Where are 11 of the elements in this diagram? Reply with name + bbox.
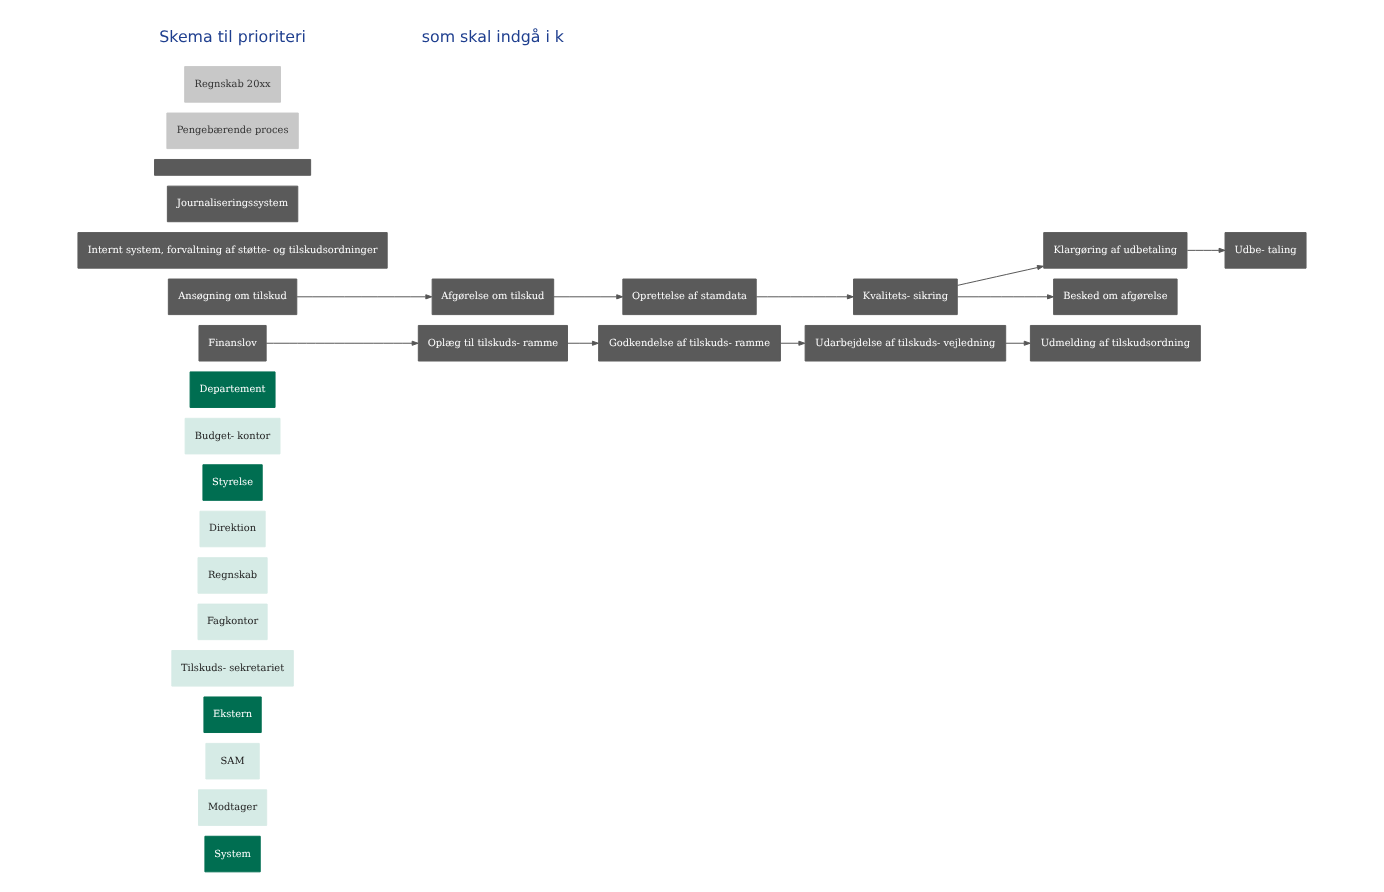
arrow	[957, 294, 1054, 300]
arrow	[265, 340, 419, 346]
arrow	[1186, 247, 1226, 253]
node-bar	[154, 159, 312, 176]
arrow	[957, 265, 1044, 286]
arrow	[553, 294, 624, 300]
arrow	[780, 340, 806, 346]
arrow	[567, 340, 599, 346]
arrow	[755, 294, 854, 300]
arrow	[296, 294, 433, 300]
arrow	[1005, 340, 1031, 346]
